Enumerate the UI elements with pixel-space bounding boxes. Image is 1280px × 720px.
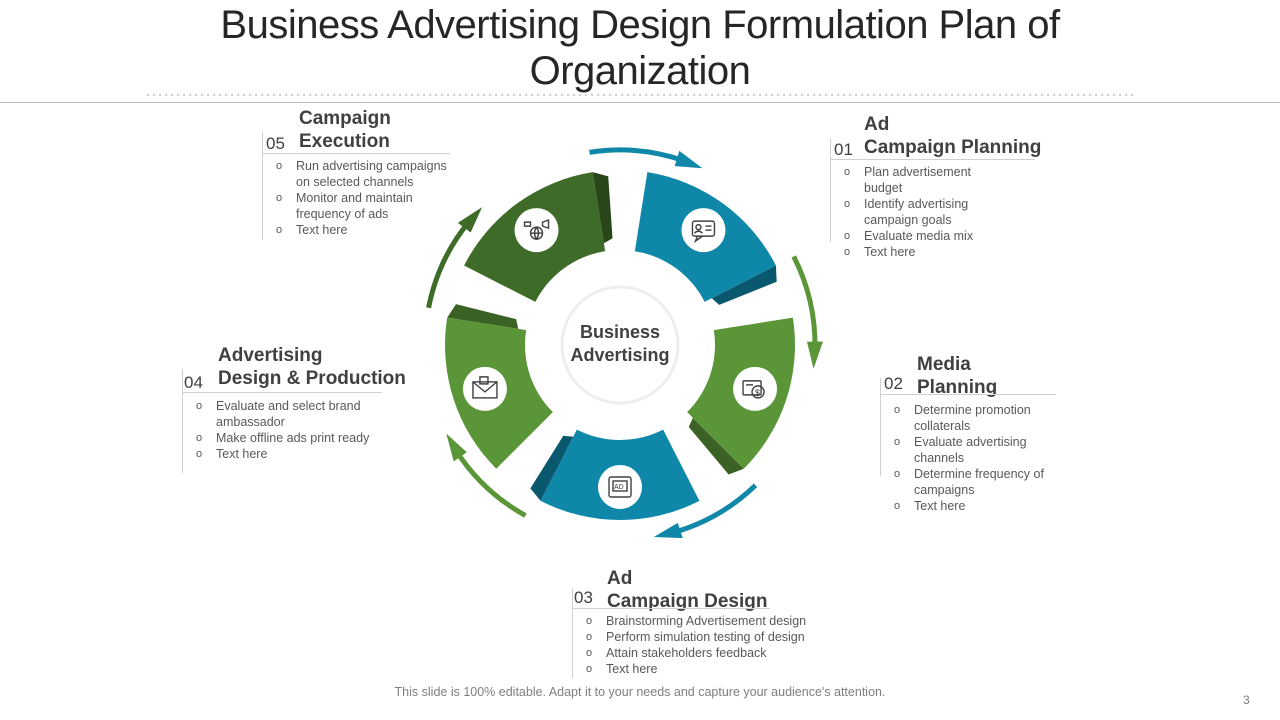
step-list: Brainstorming Advertisement designPerfor… xyxy=(584,613,834,677)
page-number: 3 xyxy=(1243,693,1250,707)
list-item: Brainstorming Advertisement design xyxy=(584,613,834,629)
cycle-arrow xyxy=(673,483,758,535)
step-number: 04 xyxy=(184,373,203,392)
step-number: 01 xyxy=(834,140,853,159)
step-number: 05 xyxy=(266,134,285,153)
step-list: Determine promotion collateralsEvaluate … xyxy=(892,402,1062,514)
arrow-head xyxy=(806,341,823,369)
step-heading-line1: Campaign xyxy=(299,108,391,129)
megaphone-globe-icon xyxy=(523,219,550,241)
list-item: Run advertising campaigns on selected ch… xyxy=(274,158,456,190)
icon-badge xyxy=(681,208,726,253)
arrow-head xyxy=(674,150,703,169)
profile-chat-icon xyxy=(691,220,716,244)
list-item: Text here xyxy=(842,244,992,260)
heading-underline xyxy=(262,153,450,154)
step-heading-line2: Campaign Design xyxy=(607,591,768,612)
step-list: Evaluate and select brand ambassadorMake… xyxy=(194,398,374,462)
slide-title: Business Advertising Design Formulation … xyxy=(220,3,1060,93)
block-vline xyxy=(182,369,183,473)
step-heading-line2: Execution xyxy=(299,131,390,152)
block-vline xyxy=(830,138,831,242)
list-item: Text here xyxy=(274,222,456,238)
icon-badge xyxy=(462,366,507,411)
block-03: 03 Ad Campaign Design Brainstorming Adve… xyxy=(572,566,842,681)
segment-fold xyxy=(530,435,574,501)
center-label: Business Advertising xyxy=(570,322,670,365)
svg-text:AD: AD xyxy=(614,484,624,491)
step-heading-line2: Planning xyxy=(917,377,998,398)
list-item: Determine promotion collaterals xyxy=(892,402,1062,434)
heading-underline xyxy=(182,392,382,393)
icon-badge xyxy=(598,465,642,509)
center-circle xyxy=(560,285,680,405)
list-item: Determine frequency of campaigns xyxy=(892,466,1062,498)
list-item: Evaluate and select brand ambassador xyxy=(194,398,374,430)
icon-badge xyxy=(733,366,778,411)
footer-note: This slide is 100% editable. Adapt it to… xyxy=(394,685,886,699)
list-item: Perform simulation testing of design xyxy=(584,629,834,645)
list-item: Text here xyxy=(584,661,834,677)
ad-screen-icon: AD xyxy=(608,476,632,498)
block-05: 05 Campaign Execution Run advertising ca… xyxy=(262,106,462,246)
segment-fold xyxy=(688,417,744,475)
heading-underline xyxy=(830,159,1035,160)
segment-fold xyxy=(711,265,777,305)
step-number: 03 xyxy=(574,588,593,607)
cycle-arrow xyxy=(426,220,471,309)
step-heading-line1: Ad xyxy=(607,568,633,589)
list-item: Identify advertising campaign goals xyxy=(842,196,992,228)
step-list: Plan advertisement budgetIdentify advert… xyxy=(842,164,992,260)
cycle-arrow xyxy=(791,255,818,349)
mail-envelope-icon xyxy=(472,376,498,399)
block-04: 04 Advertising Design & Production Evalu… xyxy=(182,343,412,483)
block-vline xyxy=(262,132,263,240)
list-item: Monitor and maintain frequency of ads xyxy=(274,190,456,222)
step-heading-line2: Design & Production xyxy=(218,368,406,389)
list-item: Make offline ads print ready xyxy=(194,430,374,446)
heading-underline xyxy=(880,394,1056,395)
arrow-head xyxy=(446,433,467,462)
block-02: 02 Media Planning Determine promotion co… xyxy=(880,352,1070,522)
arrow-head xyxy=(653,522,683,539)
step-heading-line1: Media xyxy=(917,354,971,375)
cycle-arrow xyxy=(454,449,527,518)
arrow-head xyxy=(457,207,483,233)
block-01: 01 Ad Campaign Planning Plan advertiseme… xyxy=(830,112,1050,272)
svg-text:$: $ xyxy=(755,388,760,398)
list-item: Text here xyxy=(194,446,374,462)
heading-underline xyxy=(572,608,770,609)
block-vline xyxy=(880,378,881,476)
step-list: Run advertising campaigns on selected ch… xyxy=(274,158,456,238)
segment-fold xyxy=(592,172,613,244)
title-rule xyxy=(0,102,1280,103)
step-heading-line1: Ad xyxy=(864,114,890,135)
step-number: 02 xyxy=(884,374,903,393)
list-item: Evaluate media mix xyxy=(842,228,992,244)
dotted-divider xyxy=(145,92,1135,98)
list-item: Attain stakeholders feedback xyxy=(584,645,834,661)
icon-badge xyxy=(514,208,559,253)
list-item: Text here xyxy=(892,498,1062,514)
list-item: Plan advertisement budget xyxy=(842,164,992,196)
step-heading-line1: Advertising xyxy=(218,345,323,366)
block-vline xyxy=(572,588,573,678)
list-item: Evaluate advertising channels xyxy=(892,434,1062,466)
money-document-icon: $ xyxy=(742,380,765,399)
segment-fold xyxy=(447,304,519,329)
step-heading-line2: Campaign Planning xyxy=(864,137,1042,158)
cycle-arrow xyxy=(589,147,685,163)
